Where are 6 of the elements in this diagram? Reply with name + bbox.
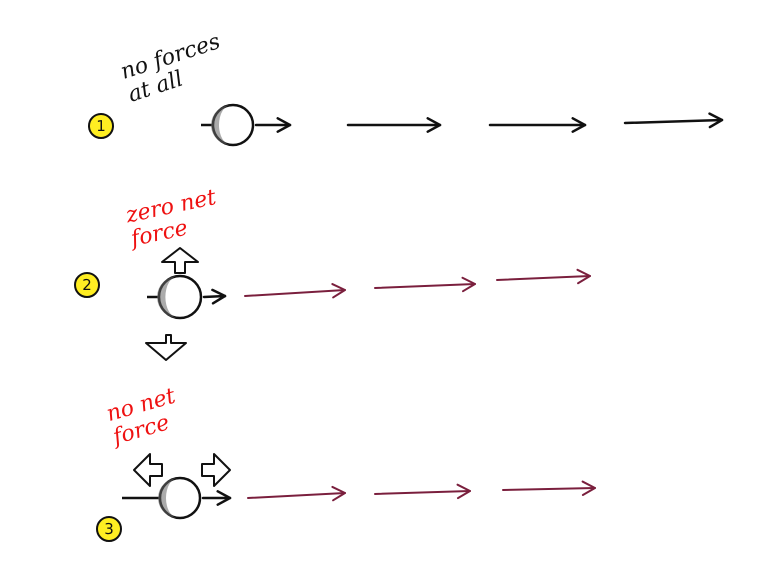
number-badge: 1 bbox=[88, 113, 114, 139]
handwritten-note: zero net force bbox=[124, 184, 220, 252]
number-badge: 2 bbox=[74, 272, 100, 298]
handwritten-note: no forces at all bbox=[118, 28, 224, 108]
number-badge: 3 bbox=[96, 516, 122, 542]
handwritten-note: no net force bbox=[104, 382, 180, 450]
